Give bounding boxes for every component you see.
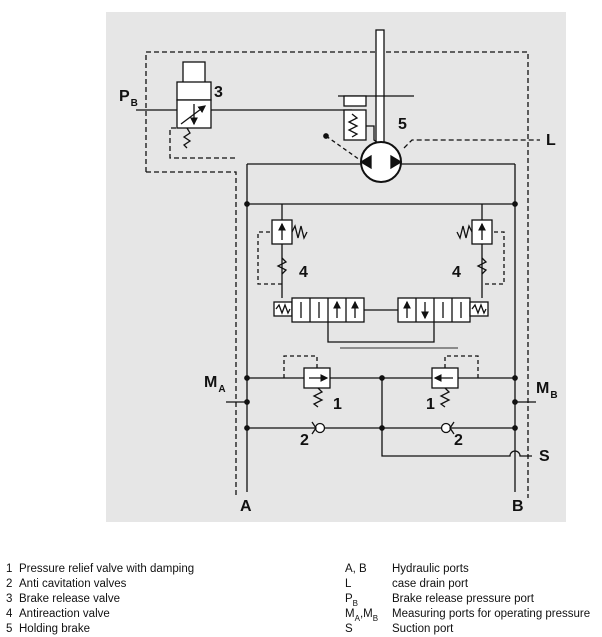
port-label-a: A [240,498,252,515]
antireaction-valve-right [456,219,505,285]
hydraulic-motor [359,141,403,183]
port-label-mb: MB [536,380,558,401]
label-antireaction-right-number: 4 [452,264,461,281]
relief-valve-left [283,355,331,408]
label-relief-right-number: 1 [426,396,435,413]
port-label-ma: MA [204,374,226,395]
label-antireaction-left-number: 4 [299,264,308,281]
port-label-s: S [539,448,550,465]
port-label-b: B [512,498,524,515]
relief-valve-right [431,355,479,408]
anticav-valve-left [311,421,326,435]
port-label-pb: PB [119,88,138,109]
spool-valve-left [273,297,365,323]
label-relief-left-number: 1 [333,396,342,413]
case-drain-line [403,139,540,149]
label-brake-valve-number: 3 [214,84,223,101]
port-label-l: L [546,132,556,149]
label-anticav-left-number: 2 [300,432,309,449]
drain-line-outer [145,51,529,498]
label-anticav-right-number: 2 [454,432,463,449]
brake-release-valve [176,61,212,149]
label-holding-brake-number: 5 [398,116,407,133]
suction-line [381,378,532,457]
anticav-valve-right [440,421,455,435]
spool-valve-right [397,297,489,323]
drain-line-mid [146,171,237,498]
brake-drain-line [169,127,238,159]
holding-brake [338,95,414,147]
motor-shaft [375,29,385,149]
